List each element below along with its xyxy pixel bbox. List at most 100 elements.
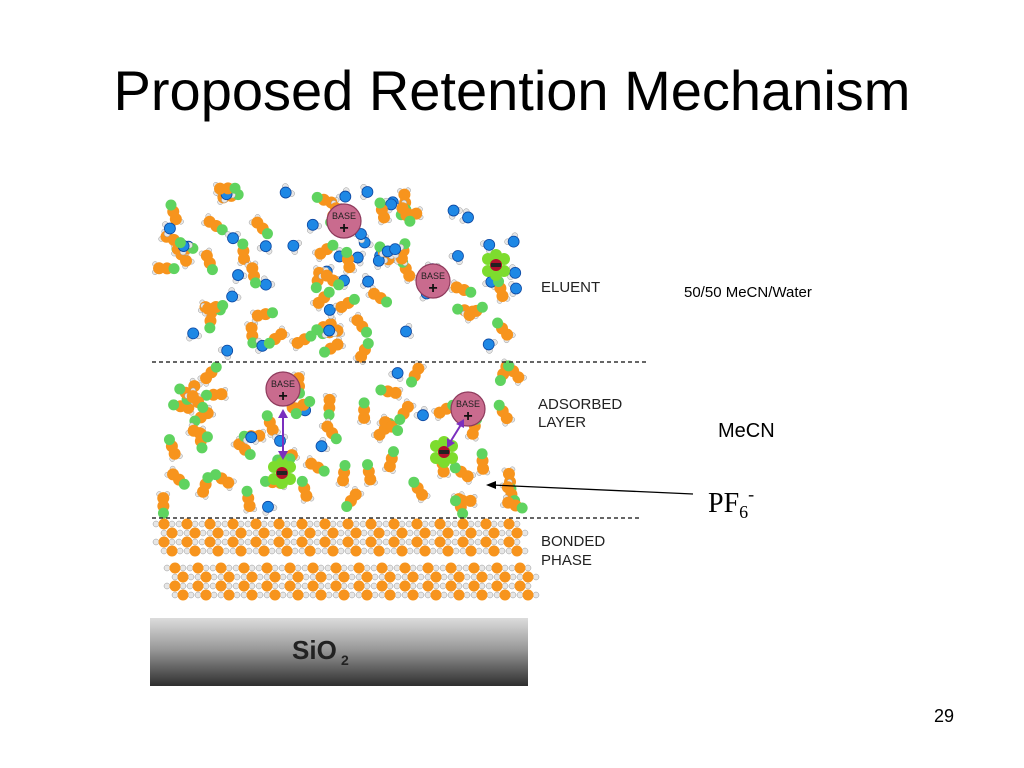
water-molecule-icon [224,231,241,245]
acetonitrile-molecule-icon [492,317,516,344]
acetonitrile-molecule-icon [375,384,404,401]
adsorbed-molecules [156,358,528,520]
water-molecule-icon [217,344,234,360]
hexafluorophosphate-anion-icon [268,457,296,489]
alkyl-chain-icon [508,562,540,601]
acetonitrile-molecule-icon [244,260,262,289]
alkyl-chain-icon [416,562,448,601]
water-molecule-icon [256,240,273,255]
acetonitrile-molecule-icon [449,462,477,485]
base-cation-icon: BASE+ [450,391,486,427]
hexafluorophosphate-anion-icon [482,249,510,281]
acetonitrile-molecule-icon [213,181,241,196]
acetonitrile-molecule-icon [394,199,416,227]
water-molecule-icon [306,218,322,234]
acetonitrile-molecule-icon [201,213,228,236]
acetonitrile-molecule-icon [185,422,213,443]
acetonitrile-molecule-icon [450,494,478,508]
water-molecule-icon [336,187,352,203]
acetonitrile-molecule-icon [164,465,190,490]
acetonitrile-molecule-icon [248,214,273,240]
base-cation-icon: BASE+ [265,371,301,407]
water-molecule-icon [507,264,522,280]
alkyl-chain-icon [370,562,402,601]
slide-title: Proposed Retention Mechanism [113,59,911,122]
water-molecule-icon [360,272,374,289]
acetonitrile-molecule-icon [184,387,209,413]
eluent-molecules [152,181,522,365]
alkyl-chain-icon [198,518,230,557]
sio2-label: SiO [292,635,337,665]
water-molecule-icon [389,243,405,259]
alkyl-chain-icon [186,562,218,601]
water-molecule-icon [459,208,474,224]
water-molecule-icon [360,184,374,200]
acetonitrile-molecule-icon [394,398,417,426]
alkyl-chain-icon [209,562,241,601]
alkyl-chain-icon [439,562,471,601]
acetonitrile-molecule-icon [289,330,317,352]
acetonitrile-molecule-icon [376,413,404,437]
acetonitrile-molecule-icon [244,320,259,349]
page-number: 29 [934,706,955,726]
acetonitrile-molecule-icon [261,410,281,438]
acetonitrile-molecule-icon [200,387,229,401]
svg-text:BASE: BASE [421,271,445,281]
acetonitrile-molecule-icon [362,459,378,487]
pf6-label-subscript: 6 [739,502,749,522]
water-molecule-icon [259,275,276,291]
water-molecule-icon [482,338,498,354]
acetonitrile-molecule-icon [406,360,427,388]
water-molecule-icon [413,406,429,422]
svg-text:BASE: BASE [332,211,356,221]
alkyl-chain-icon [232,562,264,601]
alkyl-chain-icon [485,562,517,601]
acetonitrile-molecule-icon [312,239,339,262]
alkyl-chain-icon [336,518,368,557]
pf6-label: PF6- [708,484,754,523]
alkyl-chain-icon [382,518,414,557]
svg-text:BASE: BASE [271,379,295,389]
water-molecule-icon [226,287,242,303]
acetonitrile-molecule-icon [503,360,527,386]
alkyl-chain-icon [152,518,184,557]
water-molecule-icon [232,269,248,284]
water-molecule-icon [242,431,259,445]
acetonitrile-molecule-icon [365,285,393,308]
water-molecule-icon [271,433,288,447]
acetonitrile-molecule-icon [198,247,218,276]
water-molecule-icon [508,281,522,297]
acetonitrile-molecule-icon [195,472,214,500]
acetonitrile-molecule-icon [318,267,345,291]
region-label-layer: LAYER [538,414,586,431]
alkyl-chain-icon [221,518,253,557]
sio2-substrate [150,618,528,686]
alkyl-chain-icon [163,562,195,601]
alkyl-chain-icon [428,518,460,557]
acetonitrile-molecule-icon [357,397,371,425]
acetonitrile-molecule-icon [319,336,346,358]
acetonitrile-molecule-icon [333,293,360,316]
alkyl-chain-icon [301,562,333,601]
water-molecule-icon [279,183,295,199]
eluent-composition-note: 50/50 MeCN/Water [684,284,812,301]
alkyl-chain-icon [462,562,494,601]
svg-text:+: + [463,408,472,425]
alkyl-chain-icon [359,518,391,557]
pf6-label-base: PF [708,488,740,519]
alkyl-chain-icon [393,562,425,601]
acetonitrile-molecule-icon [152,261,180,276]
water-molecule-icon [448,250,464,266]
acetonitrile-molecule-icon [341,246,357,275]
sio2-subscript: 2 [341,652,349,668]
region-label-bonded: BONDED [541,533,605,550]
alkyl-chain-icon [324,562,356,601]
acetonitrile-molecule-icon [165,199,184,228]
water-molecule-icon [382,197,398,214]
acetonitrile-molecule-icon [296,475,315,504]
region-label-adsorbed: ADSORBED [538,396,622,413]
acetonitrile-molecule-icon [476,448,491,476]
acetonitrile-molecule-icon [408,476,431,504]
acetonitrile-molecule-icon [241,485,258,514]
alkyl-chain-icon [255,562,287,601]
